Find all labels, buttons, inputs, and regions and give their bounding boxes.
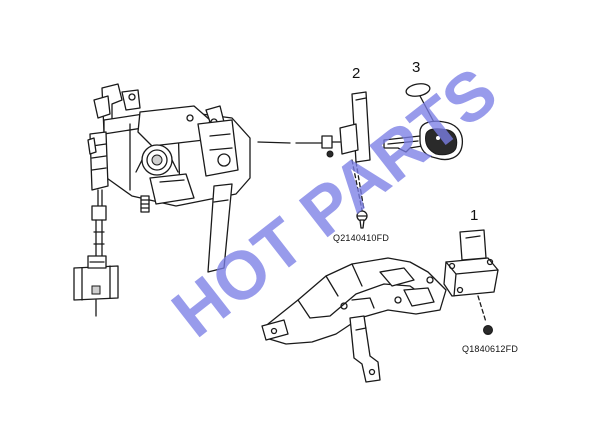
part-code-screw-2: Q2140410FD (333, 233, 389, 243)
part-3-key (383, 83, 464, 161)
part-1-control-module (443, 229, 499, 335)
part-2-ignition-switch (321, 91, 371, 229)
part-code-screw-1: Q1840612FD (462, 344, 518, 354)
callout-1: 1 (470, 207, 478, 224)
mounting-bracket (261, 257, 447, 383)
ignition-lock-assembly (73, 83, 331, 317)
callout-3: 3 (412, 59, 420, 76)
callout-2: 2 (352, 65, 360, 82)
